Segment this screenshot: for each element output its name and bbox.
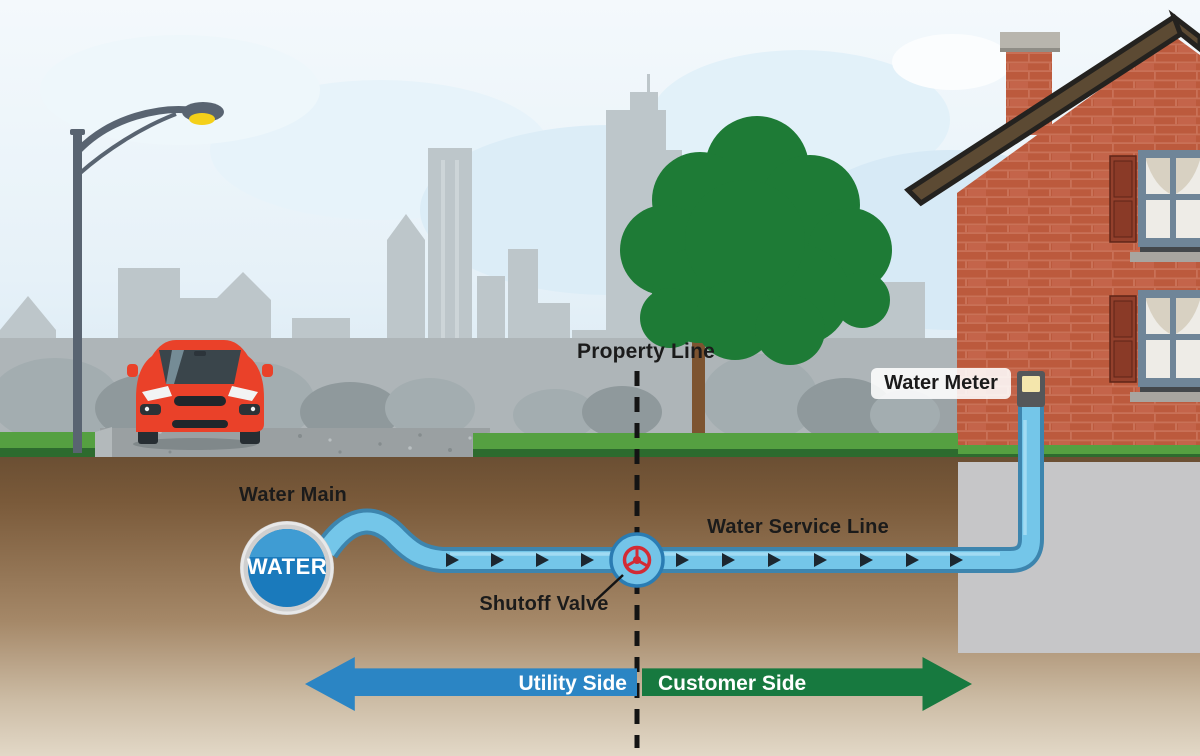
car xyxy=(127,340,273,450)
water-meter-device xyxy=(1017,371,1045,407)
roof xyxy=(904,9,1200,207)
water-service-pipe xyxy=(315,400,1044,573)
water-main-badge-text: WATER xyxy=(246,554,328,579)
tree xyxy=(620,116,892,456)
window-upper xyxy=(1109,150,1200,262)
shutoff-valve-icon xyxy=(609,532,665,588)
window-lower xyxy=(1109,290,1200,402)
utility-side-label: Utility Side xyxy=(518,672,627,695)
customer-side-label: Customer Side xyxy=(658,672,807,695)
bushes-silhouette xyxy=(0,354,940,442)
water-service-line-label: Water Service Line xyxy=(707,516,889,538)
water-main-icon xyxy=(240,521,334,615)
pipe-flow-arrows xyxy=(446,553,963,567)
property-line-label: Property Line xyxy=(577,340,715,363)
shutoff-valve-label: Shutoff Valve xyxy=(479,593,609,615)
shutoff-valve-pointer-line xyxy=(593,574,624,603)
curb-left xyxy=(92,427,112,462)
water-main-label: Water Main xyxy=(239,484,347,506)
street-lamp xyxy=(70,102,224,453)
water-meter-label: Water Meter xyxy=(871,368,1011,399)
house xyxy=(904,9,1200,447)
